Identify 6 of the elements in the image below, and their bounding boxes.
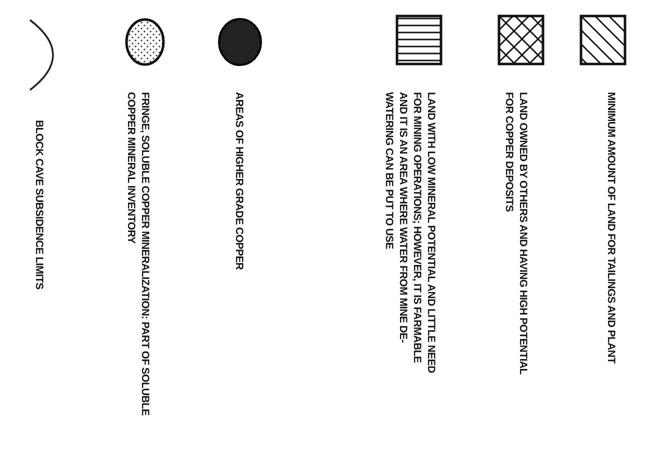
legend-text: LAND OWNED BY OTHERS AND HAVING HIGH POTENTIAL FOR COPPER DEPOSITS xyxy=(502,92,530,376)
legend-text: FRINGE, SOLUBLE COPPER MINERALIZATION: PART OF SOLUBLE COPPER MINERAL INVENTORY xyxy=(124,92,152,417)
legend-text: LAND WITH LOW MINERAL POTENTIAL AND LITTLE NEED FOR MINING OPERATIONS; HOWEVER, IT IS FARMABLE AND IT IS AN AREA WHERE WATER FROM MINE DE-WATERING CAN BE PUT TO USE xyxy=(382,92,438,375)
legend-text: MINIMUM AMOUNT OF LAND FOR TAILINGS AND PLANT xyxy=(604,92,618,366)
legend-text: AREAS OF HIGHER GRADE COPPER xyxy=(232,92,246,272)
legend-text: BLOCK CAVE SUBSIDENCE LIMITS xyxy=(32,120,46,292)
